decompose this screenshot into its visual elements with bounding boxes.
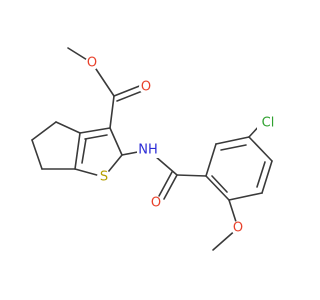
bond-ar3-ar4 — [248, 136, 273, 162]
bond-amide-double-a — [163, 174, 178, 200]
bond-ar2-ar3-inner — [220, 144, 247, 151]
molecule-structure: O O NH S O Cl O — [31, 47, 279, 251]
atom-label-amide-nitrogen: NH — [138, 143, 158, 158]
bond-C6a-C3a-inner — [81, 138, 87, 164]
bond-ar4-ar5-inner — [256, 161, 266, 188]
atom-methoxy-oxygen: O — [231, 221, 245, 236]
atom-label-chlorine: Cl — [262, 116, 275, 131]
bond-amide-double-b — [158, 171, 173, 197]
atom-ester-oxygen: O — [85, 56, 99, 71]
bond-CH2a-CH2b — [31, 121, 57, 141]
bond-C3a-C3 — [79, 127, 111, 134]
bond-carbonyl-double-b — [116, 89, 146, 102]
atom-sulfur: S — [97, 170, 111, 185]
bond-carbonyl-double-a — [113, 84, 143, 97]
atom-labels: O O NH S O Cl O — [85, 56, 279, 236]
bond-amideC-ring — [176, 174, 207, 177]
atom-label-sulfur: S — [100, 170, 108, 185]
bond-C3a-C3-inner — [84, 134, 108, 140]
bond-carbonylC-C3 — [109, 95, 115, 129]
bond-CH2b-CH2c — [31, 139, 43, 170]
bond-C3a-CH2a — [55, 121, 81, 134]
bond-ar6-ar1-inner — [211, 175, 228, 193]
atom-label-methoxy-oxygen: O — [233, 221, 243, 236]
bond-ar4-ar5 — [261, 160, 273, 194]
atom-amide-oxygen: O — [149, 196, 163, 211]
bond-ar2-ar3 — [215, 136, 250, 145]
atom-chlorine: Cl — [257, 115, 279, 132]
bonds — [31, 47, 273, 251]
bond-ar1-ar2 — [205, 143, 217, 177]
atom-carbonyl-oxygen: O — [139, 80, 153, 95]
atom-amide-nitrogen: NH — [137, 141, 160, 158]
bond-ar6-ar1 — [205, 175, 230, 201]
bond-C6a-C3a — [74, 132, 81, 170]
bond-ar5-ar6 — [228, 192, 263, 201]
atom-label-carbonyl-oxygen: O — [141, 80, 151, 95]
atom-label-ester-oxygen: O — [87, 56, 97, 71]
bond-C3-C2 — [109, 127, 123, 156]
atom-label-amide-oxygen: O — [151, 196, 161, 211]
